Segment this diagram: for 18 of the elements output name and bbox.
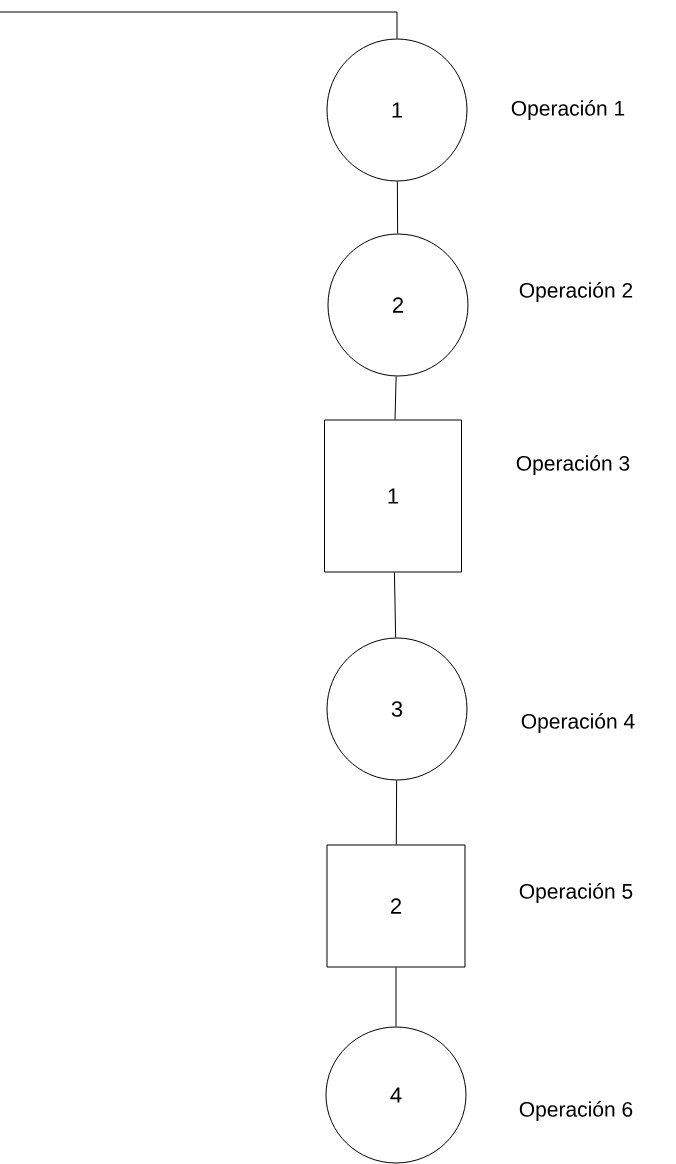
circle-node: 2 (327, 233, 469, 377)
square-node: 1 (324, 419, 462, 573)
connector-line (396, 181, 399, 234)
connector-line (0, 11, 398, 39)
circle-node: 1 (326, 38, 468, 182)
connector-line (395, 780, 398, 845)
connector-line (393, 572, 397, 638)
square-node: 2 (326, 844, 466, 968)
operation-label: Operación 2 (519, 282, 633, 302)
circle-node: 3 (326, 637, 468, 781)
operation-label: Operación 6 (519, 1101, 633, 1121)
circle-node: 4 (325, 1026, 467, 1164)
operation-label: Operación 5 (519, 883, 633, 903)
operation-label: Operación 4 (521, 713, 635, 733)
operation-label: Operación 3 (516, 455, 630, 475)
connector-line (395, 967, 397, 1027)
operation-label: Operación 1 (511, 100, 625, 120)
connector-line (394, 376, 397, 420)
